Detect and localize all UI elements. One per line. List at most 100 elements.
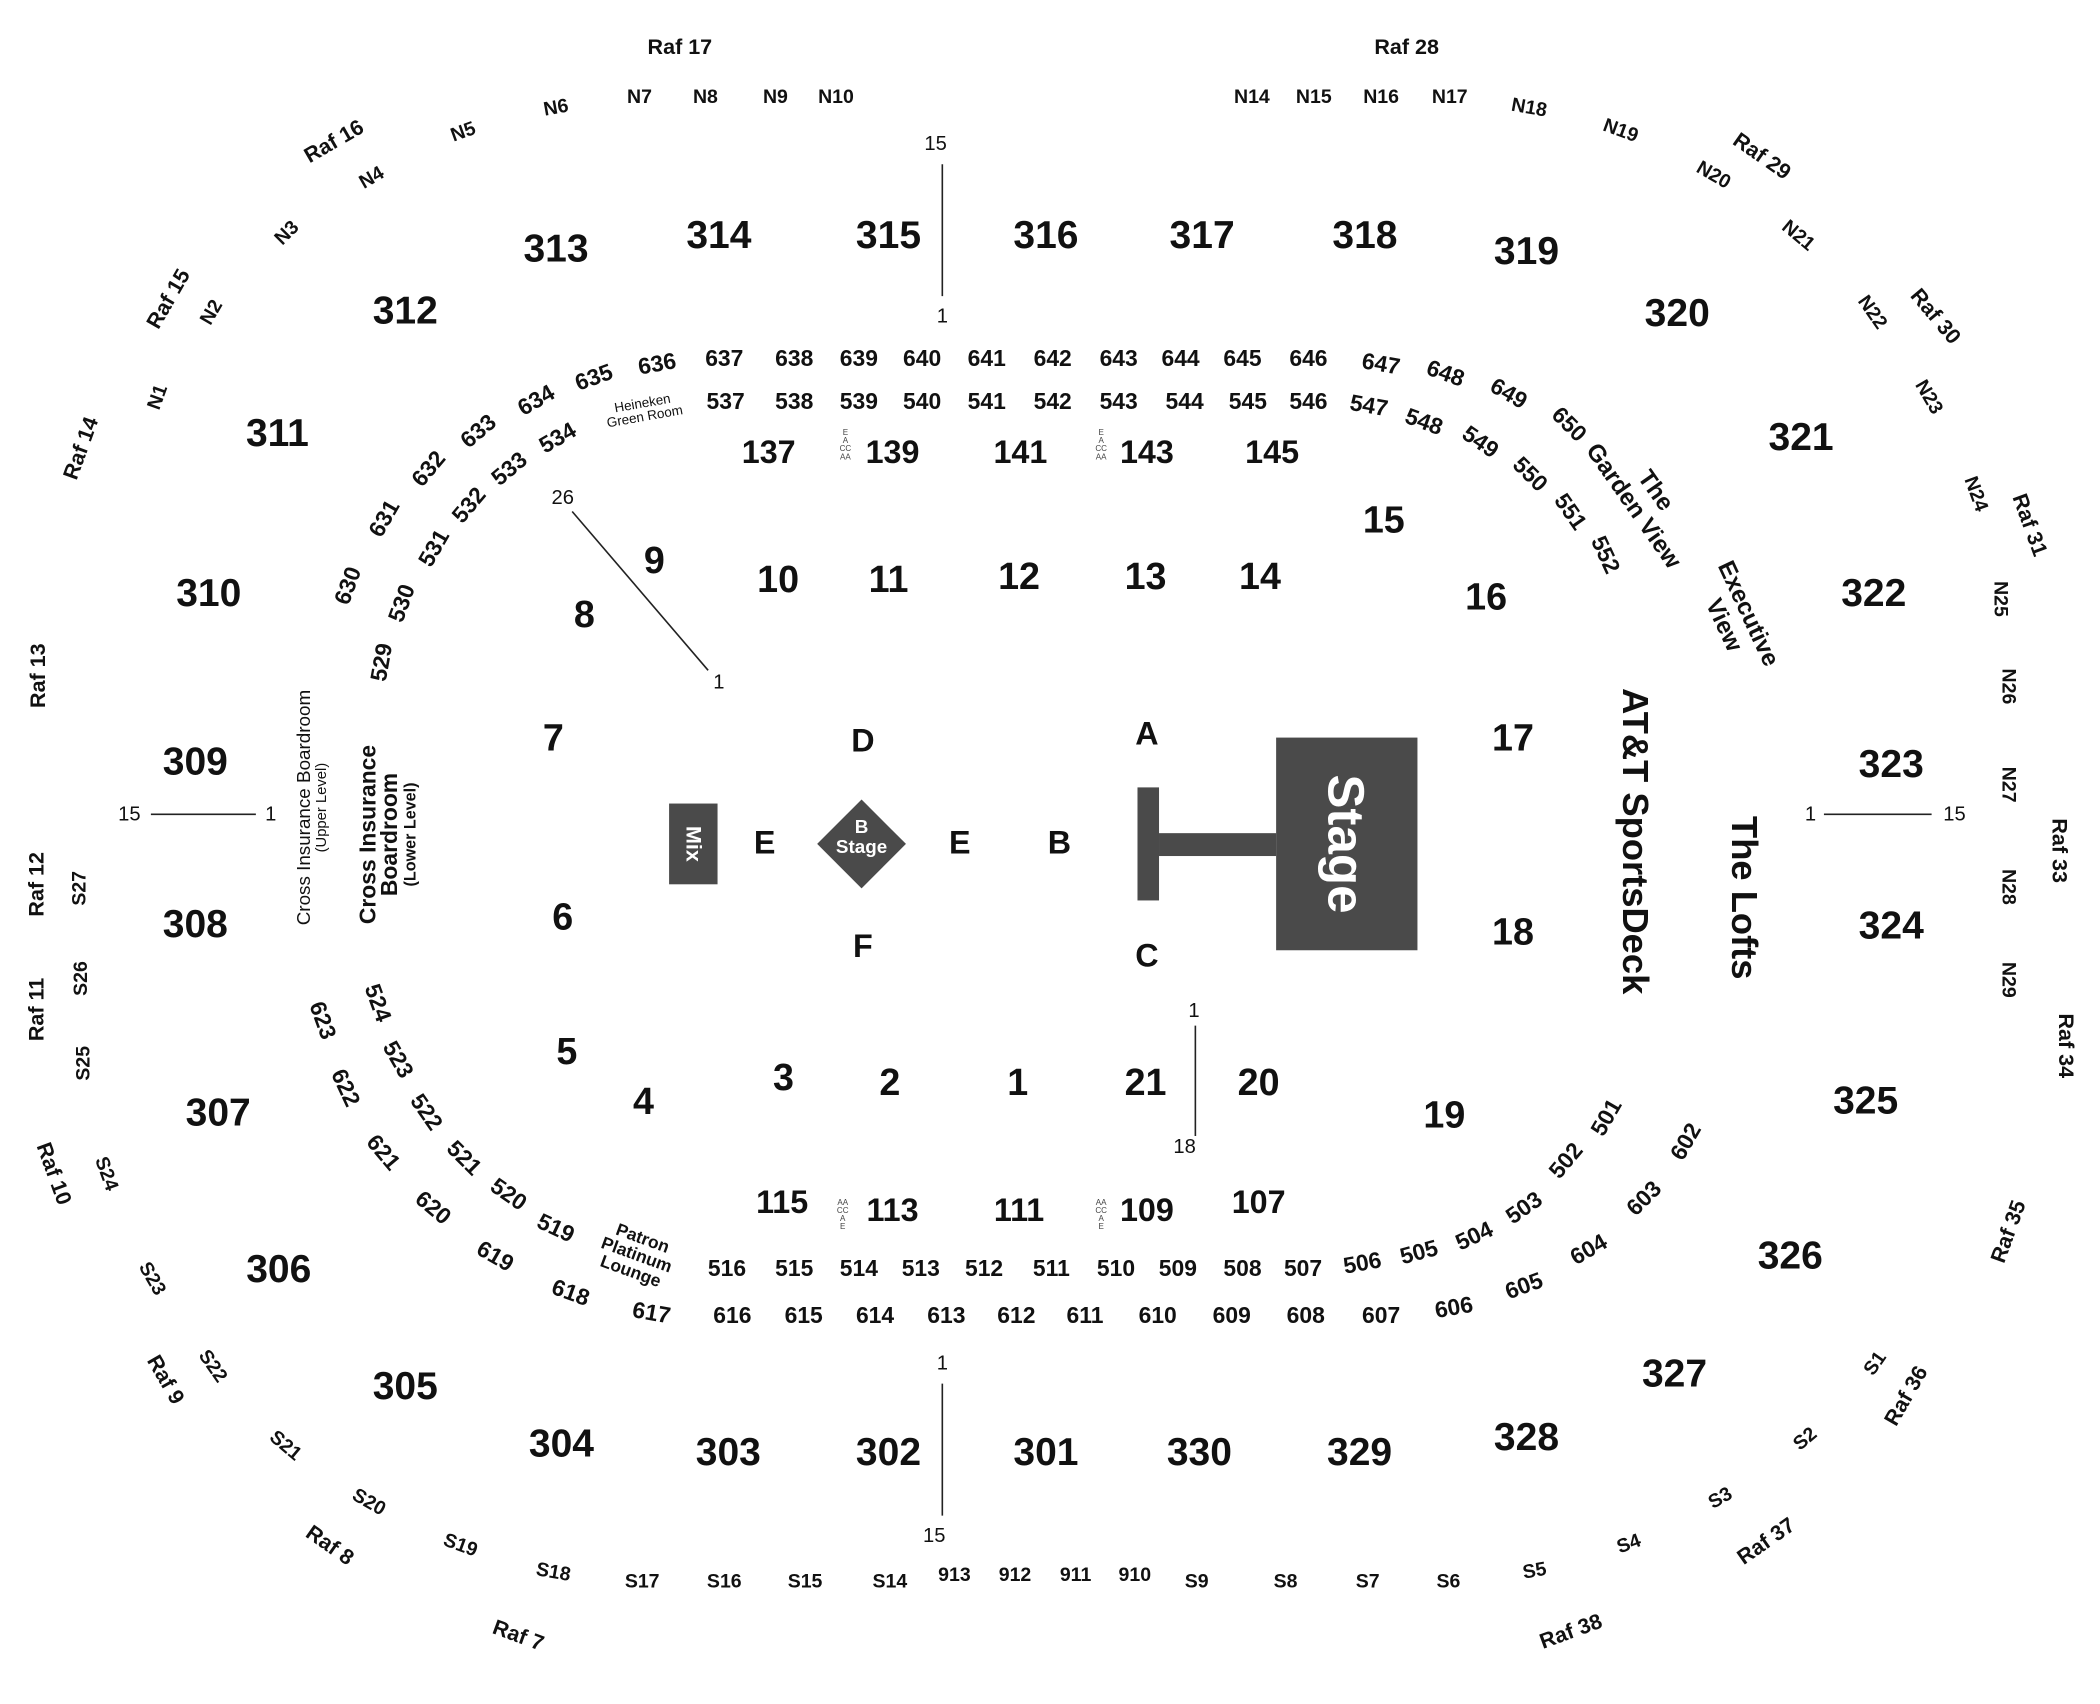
section-600-level[interactable]: 646 [1289, 345, 1327, 371]
section-300-level[interactable]: 302 [856, 1431, 921, 1474]
section-500-level[interactable]: 548 [1402, 403, 1447, 441]
section-300-level[interactable]: 329 [1327, 1431, 1392, 1474]
section-600-level[interactable]: 640 [903, 345, 941, 371]
section-500-level[interactable]: 523 [378, 1036, 420, 1082]
patron-platinum-lounge-label[interactable]: PatronPlatinumLounge [593, 1216, 681, 1293]
section-300-level[interactable]: 315 [856, 214, 921, 257]
section-600-level[interactable]: 613 [927, 1302, 965, 1328]
north-row-section[interactable]: N14 [1234, 86, 1270, 108]
south-row-section[interactable]: S22 [194, 1346, 232, 1387]
section-500-level[interactable]: 537 [707, 388, 745, 414]
north-row-section[interactable]: N2 [196, 296, 228, 329]
south-row-section[interactable]: S6 [1436, 1571, 1460, 1593]
south-row-section[interactable]: 913 [938, 1564, 971, 1586]
south-row-section[interactable]: S14 [872, 1571, 907, 1593]
section-600-level[interactable]: 622 [326, 1065, 366, 1111]
section-300-level[interactable]: 308 [163, 903, 228, 946]
section-300-level[interactable]: 314 [686, 214, 751, 257]
section-600-level[interactable]: 615 [785, 1302, 823, 1328]
section-600-level[interactable]: 608 [1287, 1302, 1325, 1328]
section-600-level[interactable]: 620 [411, 1185, 457, 1229]
south-row-section[interactable]: S16 [707, 1571, 742, 1593]
floor-section[interactable]: 4 [633, 1080, 654, 1122]
south-row-section[interactable]: S23 [134, 1258, 170, 1299]
floor-area-letter[interactable]: B [1048, 825, 1071, 861]
section-500-level[interactable]: 524 [360, 980, 398, 1025]
main-stage[interactable] [1276, 737, 1418, 951]
section-100-level[interactable]: 143 [1120, 434, 1174, 470]
floor-section[interactable]: 12 [998, 555, 1040, 597]
north-row-section[interactable]: N27 [1997, 767, 2019, 803]
section-300-level[interactable]: 309 [163, 740, 228, 783]
north-row-section[interactable]: N1 [143, 381, 172, 412]
section-300-level[interactable]: 303 [696, 1431, 761, 1474]
floor-section[interactable]: 16 [1465, 575, 1507, 617]
section-500-level[interactable]: 506 [1341, 1246, 1383, 1278]
section-300-level[interactable]: 330 [1167, 1431, 1232, 1474]
section-300-level[interactable]: 323 [1859, 743, 1924, 786]
section-600-level[interactable]: 642 [1034, 345, 1072, 371]
section-300-level[interactable]: 306 [246, 1248, 311, 1291]
floor-section[interactable]: 7 [543, 717, 564, 759]
section-100-level[interactable]: 137 [742, 434, 796, 470]
floor-section[interactable]: 19 [1423, 1093, 1465, 1135]
section-600-level[interactable]: 650 [1547, 401, 1592, 446]
section-300-level[interactable]: 322 [1841, 572, 1906, 615]
section-500-level[interactable]: 544 [1166, 388, 1204, 414]
section-600-level[interactable]: 605 [1501, 1267, 1546, 1305]
section-300-level[interactable]: 313 [523, 228, 588, 271]
section-500-level[interactable]: 504 [1451, 1216, 1497, 1256]
north-row-section[interactable]: N23 [1910, 376, 1947, 418]
section-500-level[interactable]: 534 [534, 417, 580, 459]
section-600-level[interactable]: 611 [1067, 1302, 1104, 1328]
section-500-level[interactable]: 542 [1034, 388, 1072, 414]
south-row-section[interactable]: S18 [534, 1558, 572, 1586]
section-500-level[interactable]: 505 [1397, 1234, 1441, 1269]
floor-section[interactable]: 17 [1492, 717, 1534, 759]
south-row-section[interactable]: S5 [1521, 1558, 1548, 1584]
section-500-level[interactable]: 522 [405, 1089, 448, 1135]
section-600-level[interactable]: 637 [705, 345, 743, 371]
section-300-level[interactable]: 320 [1645, 292, 1710, 335]
section-500-level[interactable]: 546 [1289, 388, 1327, 414]
section-600-level[interactable]: 649 [1486, 372, 1532, 414]
heineken-green-room-label[interactable]: HeinekenGreen Room [603, 388, 684, 430]
section-600-level[interactable]: 632 [406, 445, 450, 491]
section-600-level[interactable]: 607 [1362, 1302, 1400, 1328]
section-300-level[interactable]: 328 [1494, 1416, 1559, 1459]
section-500-level[interactable]: 509 [1159, 1255, 1197, 1281]
section-500-level[interactable]: 539 [840, 388, 878, 414]
section-300-level[interactable]: 321 [1768, 416, 1833, 459]
north-row-section[interactable]: N15 [1296, 86, 1332, 108]
section-600-level[interactable]: 606 [1433, 1291, 1475, 1323]
north-row-section[interactable]: N20 [1693, 157, 1735, 194]
section-300-level[interactable]: 305 [373, 1365, 438, 1408]
north-row-section[interactable]: N19 [1600, 114, 1641, 147]
section-500-level[interactable]: 508 [1223, 1255, 1261, 1281]
the-lofts-label[interactable]: The Lofts [1724, 816, 1765, 979]
floor-section[interactable]: 15 [1363, 499, 1405, 541]
section-100-level[interactable]: 109 [1120, 1192, 1174, 1228]
section-300-level[interactable]: 324 [1859, 905, 1924, 948]
section-500-level[interactable]: 507 [1284, 1255, 1322, 1281]
section-600-level[interactable]: 641 [968, 345, 1006, 371]
section-600-level[interactable]: 633 [455, 408, 501, 452]
att-sportsdeck-label[interactable]: AT&T SportsDeck [1615, 688, 1656, 995]
section-300-level[interactable]: 318 [1332, 214, 1397, 257]
section-300-level[interactable]: 312 [373, 289, 438, 332]
south-row-section[interactable]: S20 [348, 1484, 389, 1520]
section-500-level[interactable]: 503 [1501, 1186, 1547, 1229]
north-row-section[interactable]: N9 [763, 86, 788, 108]
section-500-level[interactable]: 531 [413, 525, 455, 571]
section-600-level[interactable]: 617 [631, 1296, 673, 1328]
north-row-section[interactable]: N5 [448, 117, 479, 146]
section-100-level[interactable]: 113 [866, 1192, 918, 1228]
floor-area-letter[interactable]: F [853, 928, 873, 964]
section-500-level[interactable]: 521 [442, 1135, 488, 1181]
section-600-level[interactable]: 636 [636, 347, 678, 379]
south-row-section[interactable]: S25 [73, 1046, 95, 1081]
north-row-section[interactable]: N26 [1997, 669, 2019, 705]
floor-area-letter[interactable]: C [1135, 938, 1158, 974]
section-500-level[interactable]: 520 [486, 1172, 532, 1215]
section-100-level[interactable]: 141 [993, 434, 1047, 470]
